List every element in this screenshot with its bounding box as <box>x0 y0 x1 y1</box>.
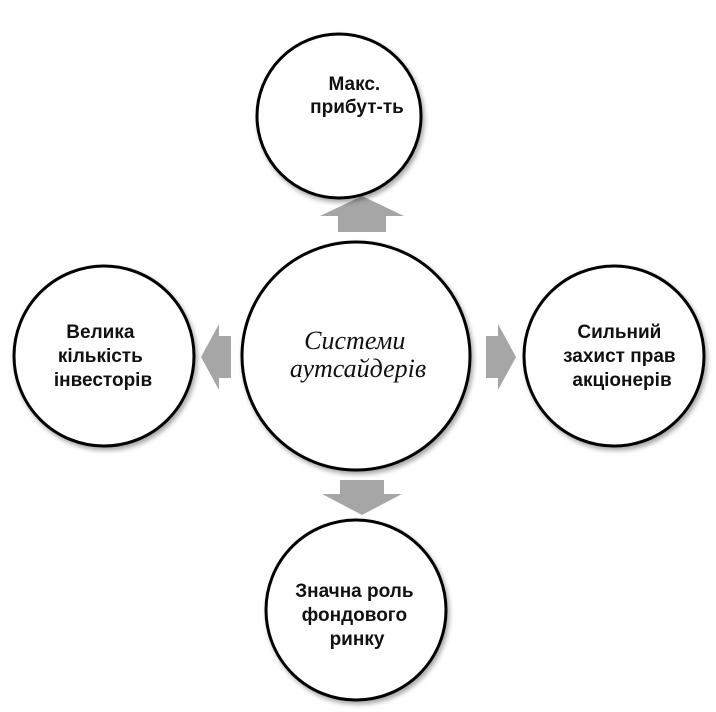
arrow-right-to-right <box>486 324 516 390</box>
node-top: Макс. прибут-ть <box>255 32 423 200</box>
arrow-down-to-bottom <box>322 480 402 515</box>
node-center: Системи аутсайдерів <box>240 240 472 472</box>
node-left: Велика кількість інвесторів <box>12 264 196 448</box>
node-right: Сильний захист прав акціонерів <box>522 264 706 448</box>
node-bottom-label: Значна роль фондового ринку <box>295 581 419 650</box>
arrow-up-to-top <box>320 196 404 232</box>
center-label: Системи аутсайдерів <box>290 326 426 383</box>
node-top-label: Макс. прибут-ть <box>310 74 404 118</box>
arrow-left-to-left <box>201 324 231 390</box>
node-right-label: Сильний захист прав акціонерів <box>563 322 681 391</box>
node-left-label: Велика кількість інвесторів <box>54 322 152 391</box>
node-bottom: Значна роль фондового ринку <box>264 518 448 702</box>
